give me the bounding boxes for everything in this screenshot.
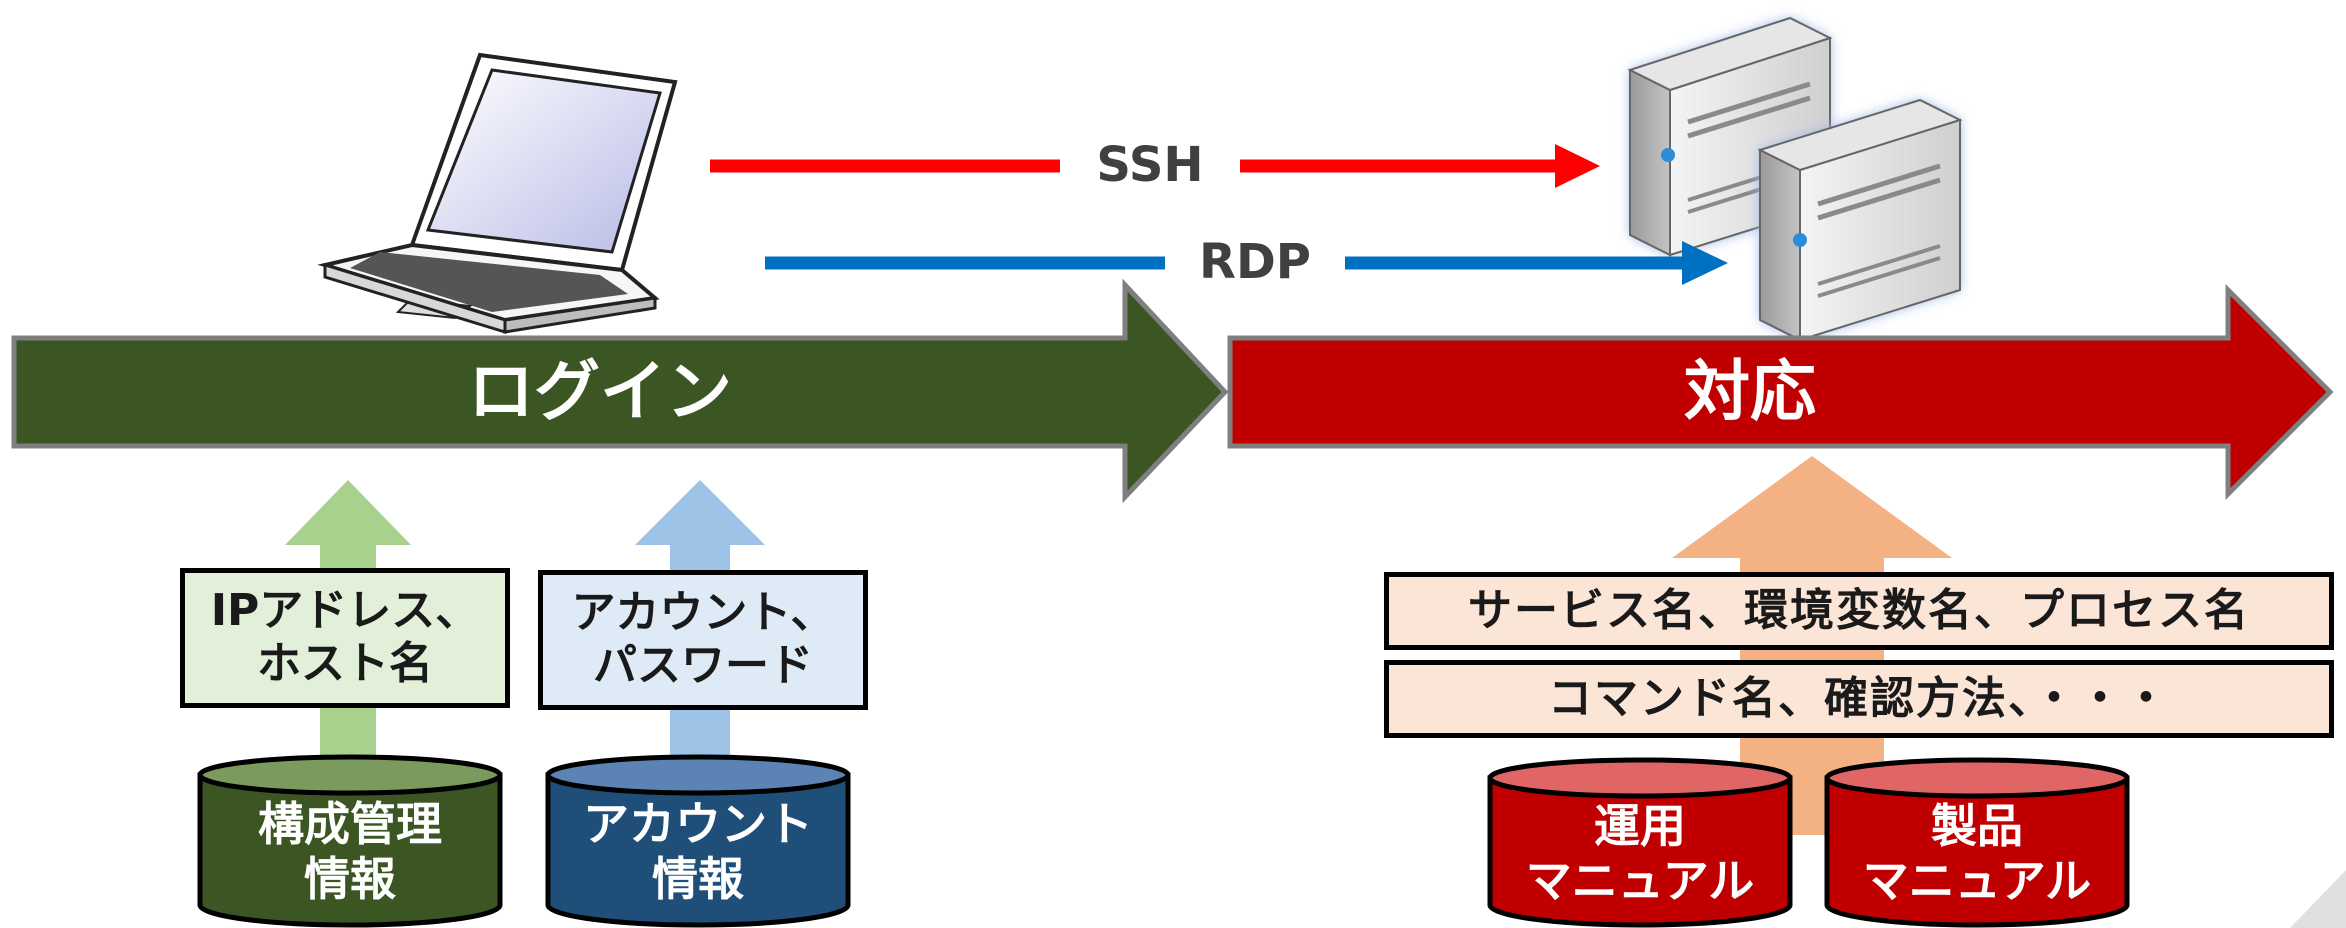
account-db-label: アカウント 情報	[583, 796, 813, 906]
product-manual-db-cylinder	[1824, 757, 2130, 928]
server-icon	[1757, 98, 1963, 342]
ip-host-box: IPアドレス、 ホスト名	[180, 568, 510, 708]
laptop-icon	[317, 52, 678, 335]
product-manual-db-label: 製品 マニュアル	[1862, 798, 2092, 908]
ops-manual-db-label: 運用 マニュアル	[1525, 798, 1755, 908]
config-db-label: 構成管理 情報	[258, 796, 442, 906]
ops-manual-db-cylinder	[1487, 757, 1793, 928]
account-db-cylinder	[545, 754, 851, 928]
service-env-process-bar: サービス名、環境変数名、プロセス名	[1384, 572, 2334, 650]
response-stage-label: 対応	[1684, 353, 1816, 431]
response-stage-arrow	[1227, 283, 2334, 501]
login-stage-arrow	[11, 278, 1229, 504]
account-password-box: アカウント、 パスワード	[538, 570, 868, 710]
login-stage-label: ログイン	[468, 353, 732, 431]
command-check-method-bar: コマンド名、確認方法、・・・	[1384, 660, 2334, 738]
corner-decoration	[2290, 870, 2346, 928]
rdp-label: RDP	[1165, 231, 1345, 295]
config-db-cylinder	[197, 754, 503, 928]
ssh-label: SSH	[1060, 134, 1240, 198]
